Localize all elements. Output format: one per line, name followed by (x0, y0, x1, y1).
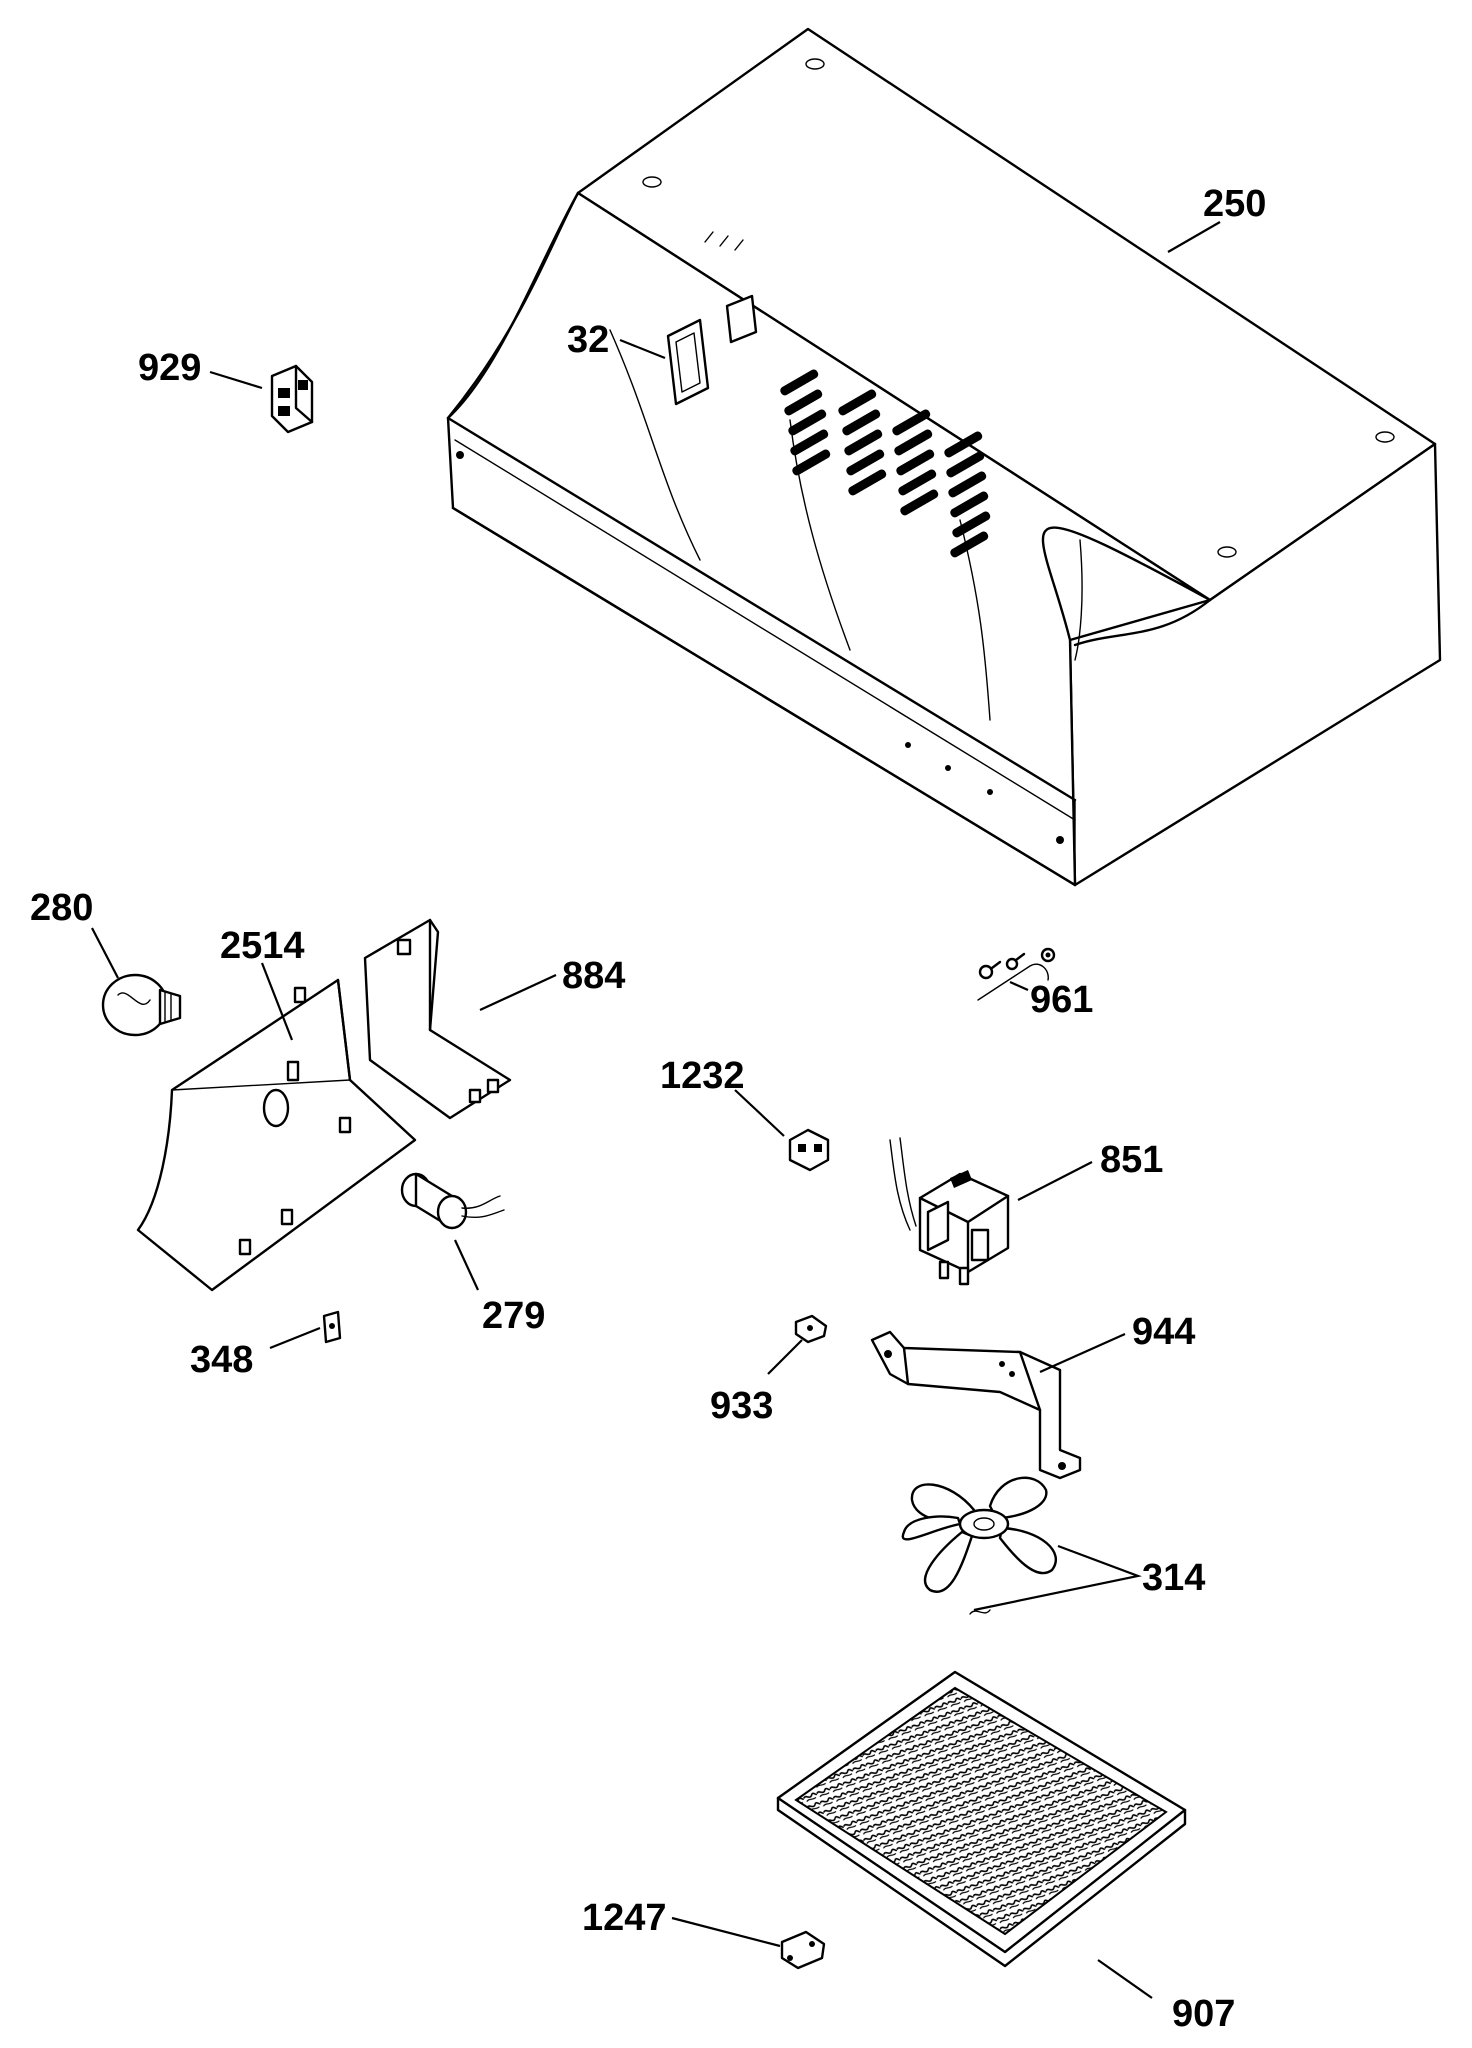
leader-929 (209, 370, 263, 390)
bulb-part (101, 973, 182, 1037)
leader-250 (1167, 221, 1221, 253)
leader-933 (767, 1339, 803, 1375)
callout-250: 250 (1203, 183, 1266, 225)
leader-280 (91, 927, 119, 979)
callout-929: 929 (138, 347, 201, 389)
leader-884 (479, 974, 557, 1011)
callout-907: 907 (1172, 1993, 1235, 2035)
callout-280: 280 (30, 887, 93, 929)
callout-314: 314 (1142, 1557, 1205, 1599)
leader-32 (619, 338, 666, 360)
leader-348 (269, 1326, 321, 1350)
clip-1232-part (788, 1128, 830, 1172)
callout-labels: 250 32 929 280 2514 884 961 1232 851 279… (30, 183, 1266, 2035)
clip-348-part (322, 1310, 342, 1344)
fan-blade-part (901, 1476, 1058, 1615)
vent-louvres (780, 369, 991, 558)
callout-961: 961 (1030, 979, 1093, 1021)
leader-961 (1009, 980, 1029, 992)
leader-1232 (734, 1089, 785, 1137)
leader-907 (1097, 1959, 1153, 1999)
callout-1247: 1247 (582, 1897, 667, 1939)
leader-851 (1017, 1161, 1093, 1201)
leader-279 (454, 1239, 479, 1291)
motor-part (889, 1137, 1010, 1286)
screws-part (977, 947, 1056, 1001)
fastener-1247-part (780, 1930, 826, 1970)
callout-279: 279 (482, 1295, 545, 1337)
callout-933: 933 (710, 1385, 773, 1427)
cover-part (363, 918, 512, 1120)
hood-body (446, 27, 1442, 887)
grease-filter-part (776, 1670, 1187, 1968)
leader-1247 (671, 1916, 781, 1948)
callout-884: 884 (562, 955, 625, 997)
switch-part (270, 364, 314, 434)
leader-2514 (260, 962, 294, 1041)
leader-314 (973, 1544, 1142, 1612)
leader-944 (1039, 1332, 1126, 1374)
bracket-part (870, 1330, 1082, 1480)
callout-2514: 2514 (220, 925, 305, 967)
callout-1232: 1232 (660, 1055, 745, 1097)
capacitor-part (400, 1172, 505, 1230)
callout-944: 944 (1132, 1311, 1195, 1353)
lamp-shield-part (136, 978, 417, 1292)
callout-348: 348 (190, 1339, 253, 1381)
leader-lines (91, 221, 1221, 1999)
callout-851: 851 (1100, 1139, 1163, 1181)
callout-32: 32 (567, 319, 609, 361)
nut-933-part (794, 1314, 828, 1344)
